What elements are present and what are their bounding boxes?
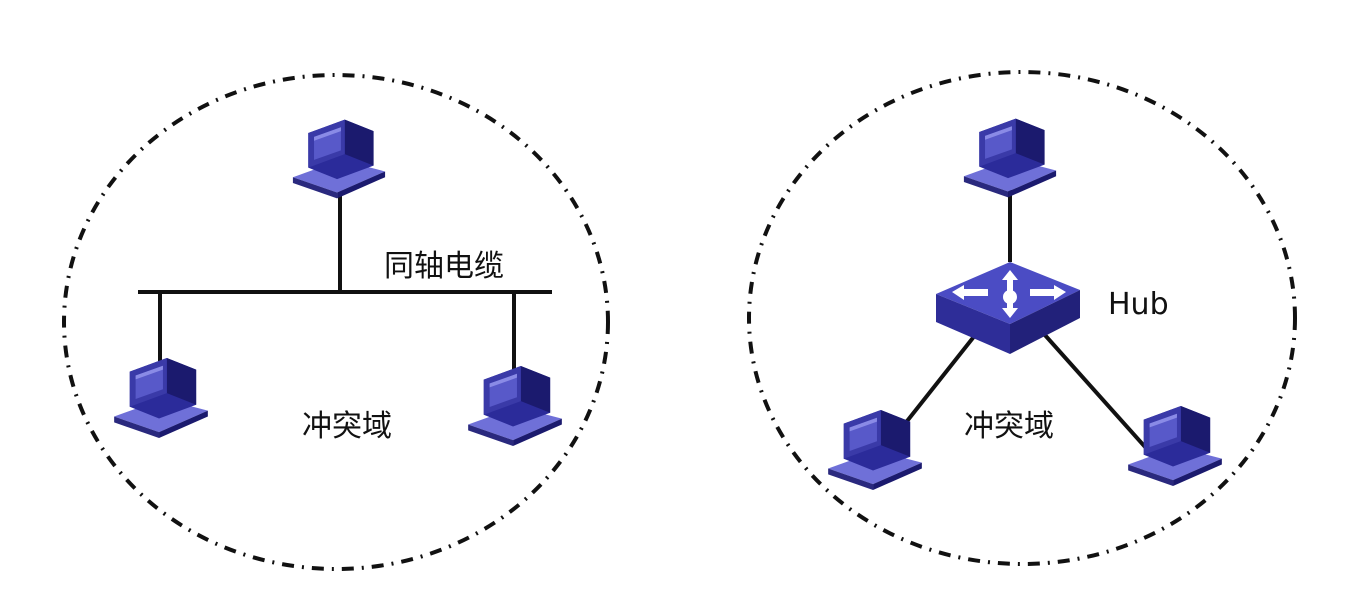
left-collision-domain-label: 冲突域: [302, 409, 392, 444]
pc-right-top-icon: [963, 118, 1057, 198]
right-collision-domain: Hub 冲突域: [747, 70, 1297, 566]
coax-cable-label: 同轴电缆: [384, 249, 504, 284]
pc-left-bottom-left-icon: [114, 357, 208, 438]
left-domain-boundary: [62, 73, 610, 571]
right-domain-boundary: [747, 70, 1297, 566]
right-right-link: [1042, 332, 1148, 450]
right-left-link: [898, 332, 978, 432]
pc-left-bottom-right-icon: [468, 365, 562, 446]
left-collision-domain: 同轴电缆 冲突域: [62, 73, 610, 571]
pc-right-bottom-left-icon: [828, 409, 922, 490]
right-collision-domain-label: 冲突域: [964, 409, 1054, 444]
pc-left-top-icon: [292, 119, 386, 199]
hub-label: Hub: [1108, 287, 1169, 322]
hub-icon: [936, 262, 1080, 354]
